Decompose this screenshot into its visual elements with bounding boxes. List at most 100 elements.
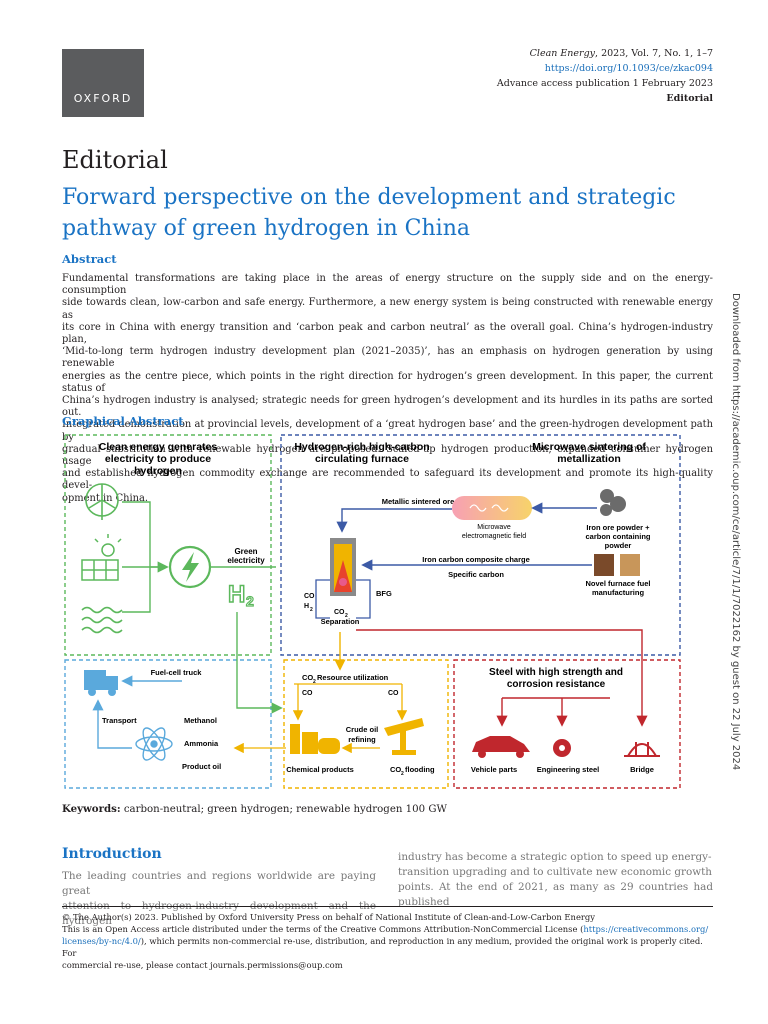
license-end: commercial re-use, please contact journa… [62,960,343,970]
license-line-2: licenses/by-nc/4.0/), which permits non-… [62,935,713,959]
h2-symbol: H [228,581,245,608]
microwave-label-1: Microwave [477,524,511,531]
flooding-label: flooding [405,765,435,774]
journal-name: Clean Energy [529,48,596,59]
abstract-text: Fundamental transformations are taking p… [62,273,713,505]
license-pre: This is an Open Access article distribut… [62,924,584,934]
footer-divider [62,906,713,907]
product-oil-label: Product oil [182,762,221,771]
svg-text:2: 2 [401,771,404,777]
co2-separation-co: CO [334,609,345,616]
co2-resource-co: CO [302,673,313,682]
abstract-line: ‘Mid-to-long term hydrogen industry deve… [62,346,713,370]
citation-rest: , 2023, Vol. 7, No. 1, 1–7 [595,48,713,59]
green-electricity-label-1: Green [234,547,257,556]
fuel-cell-truck-label: Fuel-cell truck [151,668,203,677]
transport-label: Transport [102,716,137,725]
gear-icon [553,739,571,757]
section-label: Editorial [62,146,168,174]
intro-line: The leading countries and regions worldw… [62,870,376,897]
steel-title-1: Steel with high strength and [489,667,623,678]
abstract-line: Fundamental transformations are taking p… [62,273,713,297]
novel-fuel-label-1: Novel furnace fuel [585,579,650,588]
intro-line: points. At the end of 2021, as many as 2… [398,881,713,908]
intro-right-column: industry has become a strategic option t… [398,850,713,910]
introduction-heading: Introduction [62,846,162,862]
article-title: Forward perspective on the development a… [62,185,676,241]
license-line: This is an Open Access article distribut… [62,923,713,935]
engineering-steel-label: Engineering steel [537,765,600,774]
copyright-footer: © The Author(s) 2023. Published by Oxfor… [62,911,713,971]
crude-oil-label-2: refining [348,735,376,744]
furnace-box: Hydrogen-rich high-carbon circulating fu… [280,434,681,656]
co2-right: CO [388,690,399,697]
box2-title-1: Hydrogen-rich high-carbon [294,441,429,453]
abstract-line: Integrated demonstration at provincial l… [62,419,713,443]
abstract-line: side towards clean, low-carbon and safe … [62,297,713,321]
methanol-label: Methanol [184,716,217,725]
abstract-line: and established hydrogen commodity excha… [62,468,713,492]
download-note: Downloaded from https://academic.oup.com… [730,293,741,771]
abstract-line: China’s hydrogen industry is analysed; s… [62,395,713,419]
box1-title-1: Clean energy generates [99,441,218,453]
wave-icon [81,606,123,634]
oxford-logo[interactable]: OXFORD [62,49,144,117]
resource-util-label: Resource utilization [317,673,389,682]
clean-energy-box: Clean energy generates electricity to pr… [64,434,276,656]
graphical-abstract-figure: Clean energy generates electricity to pr… [62,432,690,794]
iron-ore-label-3: powder [605,541,632,550]
abstract-line: opment in China. [62,492,149,504]
oil-pump-icon [384,718,424,755]
svg-text:2: 2 [345,613,348,619]
green-electricity-label-2: electricity [227,556,265,565]
abstract-heading: Abstract [62,252,117,266]
microwave-label-2: electromagnetic field [462,533,526,540]
svg-text:2: 2 [313,679,316,685]
iron-ore-label-1: Iron ore powder + [586,523,650,532]
box2-title-2: circulating furnace [315,453,409,465]
co2-utilization-box: CO 2 Resource utilization CO CO Crude oi… [233,632,449,789]
graphical-abstract-heading: Graphical Abstract [62,414,184,428]
download-sidebar: Downloaded from https://academic.oup.com… [730,293,749,770]
h2-subscript: 2 [246,593,254,609]
published-date: Advance access publication 1 February 20… [496,78,713,89]
iron-ore-icon [600,489,626,516]
car-icon [472,736,530,758]
box1-title-3: hydrogen [134,465,182,477]
article-category: Editorial [666,93,713,104]
specific-carbon-label: Specific carbon [448,570,504,579]
iron-ore-label-2: carbon containing [585,532,650,541]
vehicle-parts-label: Vehicle parts [471,765,517,774]
abstract-line: gradual substitution with renewable hydr… [62,443,713,468]
metallic-ore-label: Metallic sintered ore [382,497,455,506]
keywords: Keywords: carbon-neutral; green hydrogen… [62,803,447,815]
bfg-label: BFG [376,589,392,598]
solar-panel-icon [81,534,122,581]
co-label: CO [304,593,315,600]
fuel-sample-icon [620,554,640,576]
co2-left: CO [302,690,313,697]
transport-box: Fuel-cell truck Transport Methanol Ammon… [64,659,272,789]
fuel-sample-icon [594,554,614,576]
chemical-plant-icon [290,724,340,754]
svg-text:2: 2 [310,607,313,613]
doi-link[interactable]: https://doi.org/10.1093/ce/zkac094 [544,63,713,74]
wind-turbine-icon [85,483,119,520]
bridge-icon [624,742,660,757]
electricity-icon [168,545,212,589]
keywords-label: Keywords: [62,803,121,815]
license-link-cont[interactable]: licenses/by-nc/4.0/ [62,936,141,946]
intro-line: industry has become a strategic option t… [398,851,712,863]
license-post: ), which permits non-commercial re-use, … [62,936,703,958]
keywords-text: carbon-neutral; green hydrogen; renewabl… [120,804,447,815]
citation-line: Clean Energy, 2023, Vol. 7, No. 1, 1–7 [497,46,713,61]
box1-title-2: electricity to produce [105,453,211,465]
license-link[interactable]: https://creativecommons.org/ [583,924,709,934]
ammonia-label: Ammonia [184,739,219,748]
bridge-label: Bridge [630,765,654,774]
abstract-line: energies as the centre piece, which poin… [62,370,713,394]
intro-line: transition upgrading and to cultivate ne… [398,866,712,878]
atom-icon [135,727,173,761]
h-label: H [304,603,309,610]
fuel-cell-truck-icon [84,670,118,696]
